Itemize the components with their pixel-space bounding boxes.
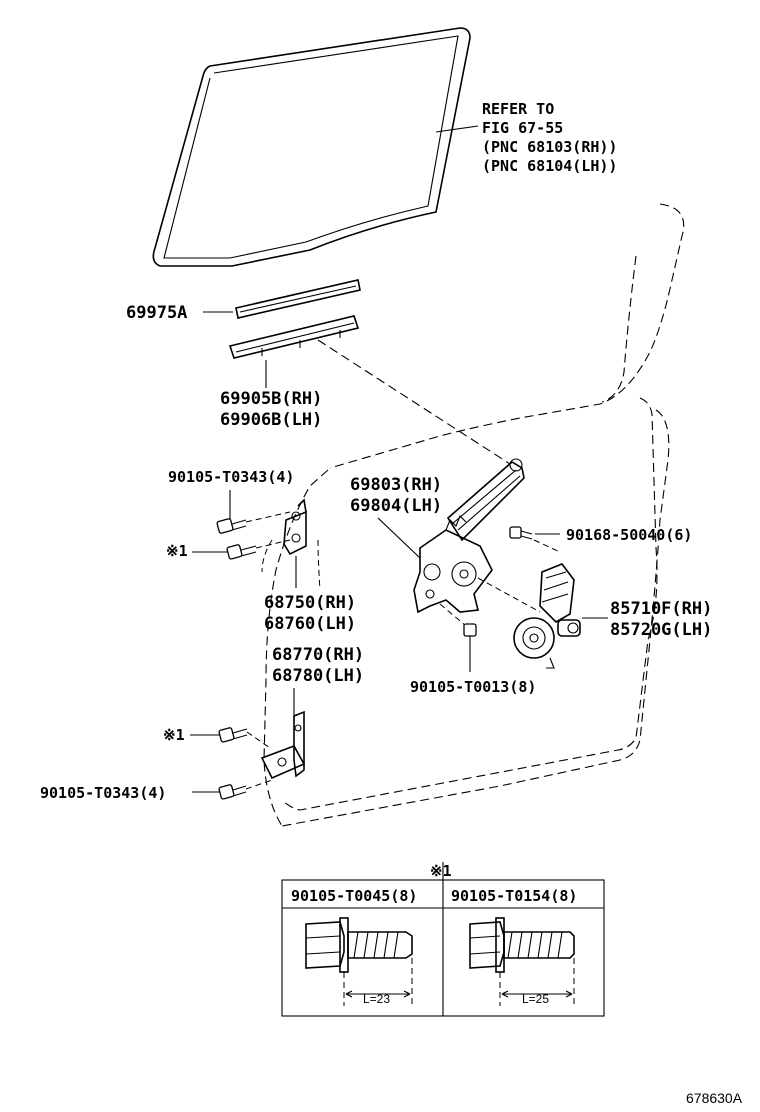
callout-channel: 69975A <box>126 303 187 323</box>
bolt-top-icon <box>216 518 247 534</box>
upper-hinge <box>283 498 307 556</box>
screw-icon <box>509 526 533 540</box>
note-col1-part: 90105-T0045(8) <box>291 887 417 905</box>
refer-line-3: (PNC 68103(RH)) <box>482 138 617 156</box>
note-col2-length: L=25 <box>522 992 549 1006</box>
lower-hinge <box>260 710 306 780</box>
refer-line-2: FIG 67-55 <box>482 119 563 137</box>
regulator-motor <box>513 563 581 669</box>
callout-regulator-lh: 69804(LH) <box>350 496 442 516</box>
note-col2-part: 90105-T0154(8) <box>451 887 577 905</box>
callout-motor-lh: 85720G(LH) <box>610 620 712 640</box>
bolt-bottom-icon <box>218 784 247 800</box>
regulator-leader <box>377 517 421 559</box>
callout-run-lh: 69906B(LH) <box>220 410 322 430</box>
bolt-l23-icon <box>305 917 413 1006</box>
window-regulator <box>413 458 525 614</box>
callout-upper-hinge-lh: 68760(LH) <box>264 614 356 634</box>
callout-bolt-bottom: 90105-T0343(4) <box>40 784 166 802</box>
glass-channel <box>235 279 361 319</box>
callout-regulator-rh: 69803(RH) <box>350 475 442 495</box>
bolt-l25-icon <box>469 917 575 1006</box>
bolt-upper-dash <box>255 539 291 549</box>
note-table-marker: ※1 <box>430 862 452 880</box>
run-to-regulator-dash <box>317 339 511 465</box>
callout-upper-hinge-rh: 68750(RH) <box>264 593 356 613</box>
refer-line-4: (PNC 68104(LH)) <box>482 157 617 175</box>
regulator-bolt-dash <box>439 603 467 627</box>
regulator-bolt-icon <box>463 623 477 642</box>
callout-bolt-regulator: 90105-T0013(8) <box>410 678 536 696</box>
bolt-bottom-dash <box>245 779 273 790</box>
note-col1-length: L=23 <box>363 992 390 1006</box>
figure-id: 678630A <box>686 1090 743 1106</box>
bolt-note-lower-icon <box>218 727 248 743</box>
glass-run <box>228 315 360 359</box>
callout-screw: 90168-50040(6) <box>566 526 692 544</box>
motor-dash <box>477 577 541 613</box>
refer-line-1: REFER TO <box>482 100 554 118</box>
bolt-lower-note-dash <box>246 731 271 749</box>
refer-note: REFER TO FIG 67-55 (PNC 68103(RH)) (PNC … <box>482 100 617 175</box>
door-panel-outline <box>261 203 685 827</box>
note-mark-lower: ※1 <box>163 726 185 744</box>
door-glass <box>152 27 471 267</box>
note-mark-upper: ※1 <box>166 542 188 560</box>
callout-motor-rh: 85710F(RH) <box>610 599 712 619</box>
refer-leader <box>435 125 479 133</box>
callout-lower-hinge-rh: 68770(RH) <box>272 645 364 665</box>
bolt-note-upper-icon <box>226 544 257 560</box>
callout-lower-hinge-lh: 68780(LH) <box>272 666 364 686</box>
callout-bolt-top: 90105-T0343(4) <box>168 468 294 486</box>
callout-run-rh: 69905B(RH) <box>220 389 322 409</box>
bolt-top-dash <box>245 511 291 523</box>
screw-dash <box>533 539 561 553</box>
note-table <box>281 862 605 1017</box>
